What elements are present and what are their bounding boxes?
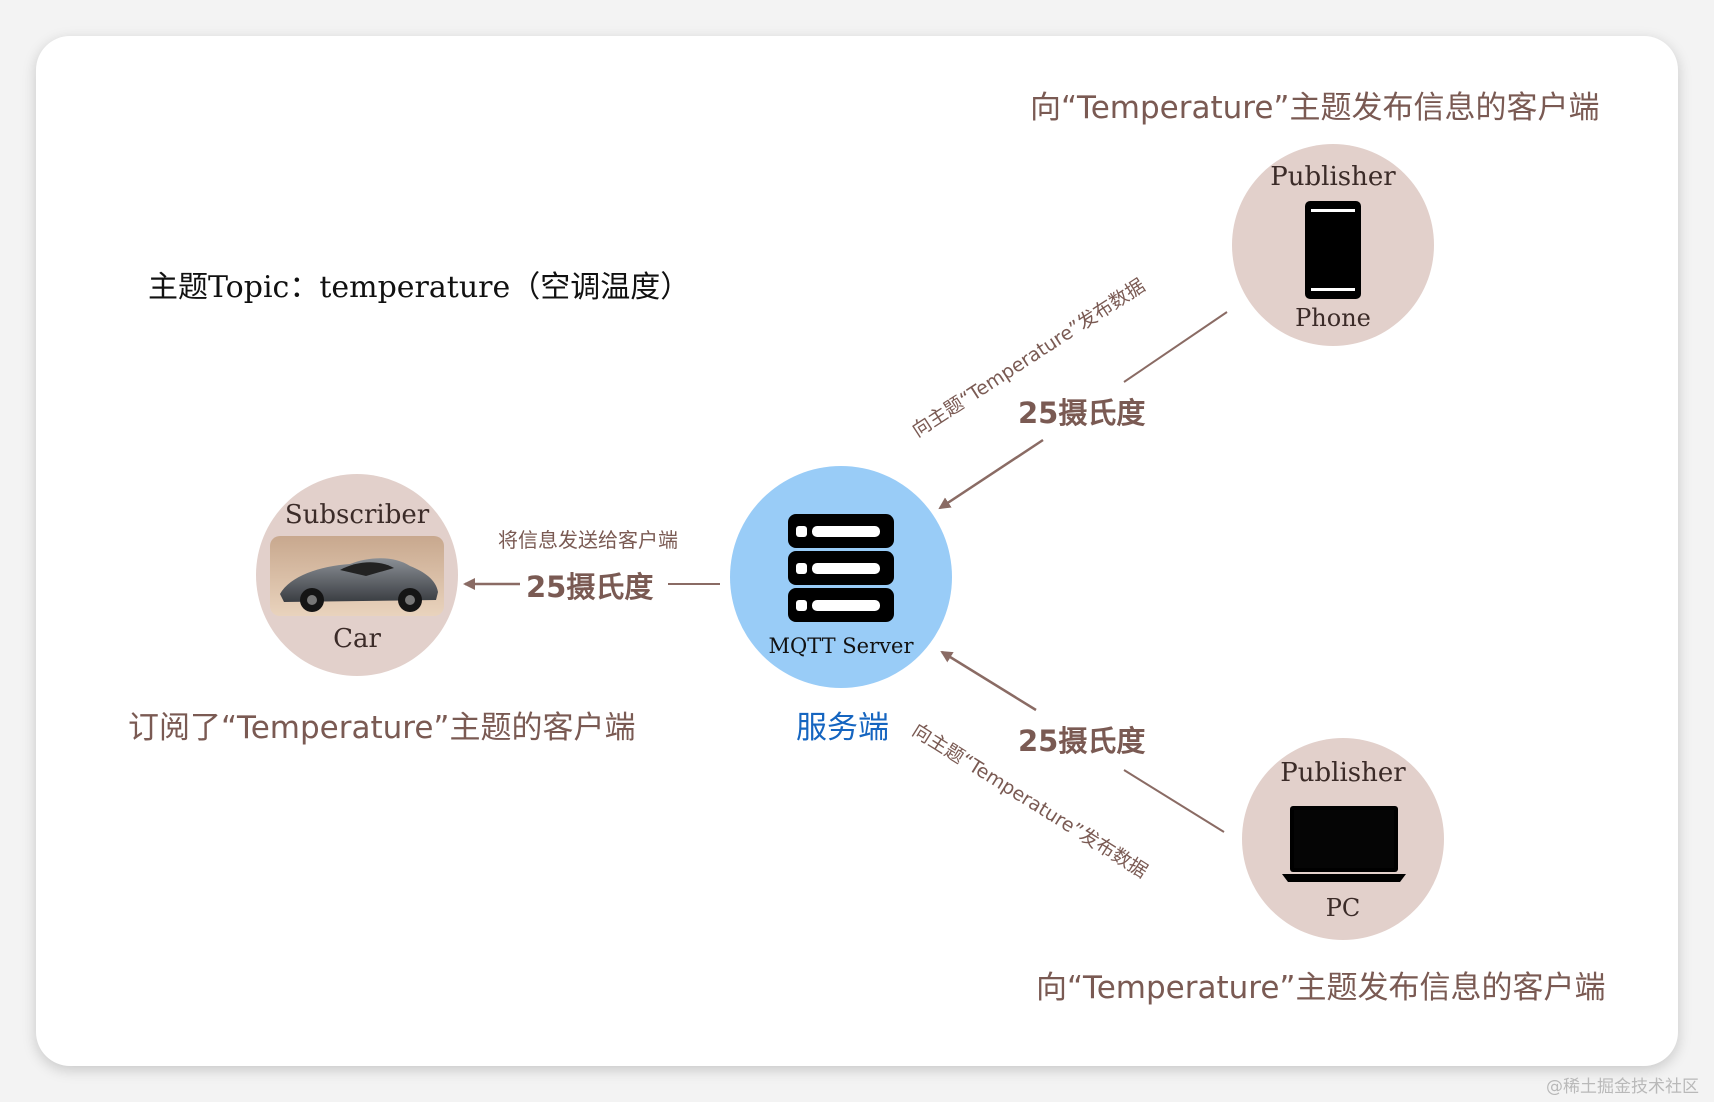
- subscriber-caption: 订阅了“Temperature”主题的客户端: [128, 702, 636, 747]
- phone-device-label: Phone: [1232, 304, 1434, 332]
- laptop-icon: [1282, 804, 1406, 884]
- publisher-phone-node[interactable]: Publisher Phone: [1232, 144, 1434, 346]
- edge-value-from-pc: 25摄氏度: [1018, 718, 1145, 760]
- topic-label: 主题Topic：temperature（空调温度）: [148, 262, 690, 306]
- edge-note-to-subscriber: 将信息发送给客户端: [498, 524, 678, 553]
- server-name-label: MQTT Server: [730, 634, 952, 658]
- edge-line-pc-to-server-tail: [1124, 770, 1224, 832]
- phone-caption: 向“Temperature”主题发布信息的客户端: [1030, 82, 1600, 127]
- server-caption: 服务端: [796, 702, 889, 747]
- watermark: @稀土掘金技术社区: [1546, 1072, 1699, 1097]
- pc-device-label: PC: [1242, 894, 1444, 922]
- subscriber-node[interactable]: Subscriber Car: [256, 474, 458, 676]
- pc-caption: 向“Temperature”主题发布信息的客户端: [1036, 962, 1606, 1007]
- server-rack-icon: [786, 512, 896, 624]
- edge-arrow-pc-to-server: [942, 652, 1036, 710]
- phone-role-label: Publisher: [1232, 162, 1434, 192]
- edge-value-to-subscriber: 25摄氏度: [526, 564, 653, 606]
- edge-value-from-phone: 25摄氏度: [1018, 390, 1145, 432]
- publisher-pc-node[interactable]: Publisher PC: [1242, 738, 1444, 940]
- mqtt-server-node[interactable]: MQTT Server: [730, 466, 952, 688]
- edge-line-phone-to-server-tail: [1124, 312, 1227, 382]
- subscriber-device-label: Car: [256, 624, 458, 654]
- car-image: [270, 536, 444, 616]
- smartphone-icon: [1304, 200, 1362, 300]
- pc-role-label: Publisher: [1242, 758, 1444, 788]
- subscriber-role-label: Subscriber: [256, 500, 458, 530]
- edge-arrow-phone-to-server: [940, 440, 1043, 508]
